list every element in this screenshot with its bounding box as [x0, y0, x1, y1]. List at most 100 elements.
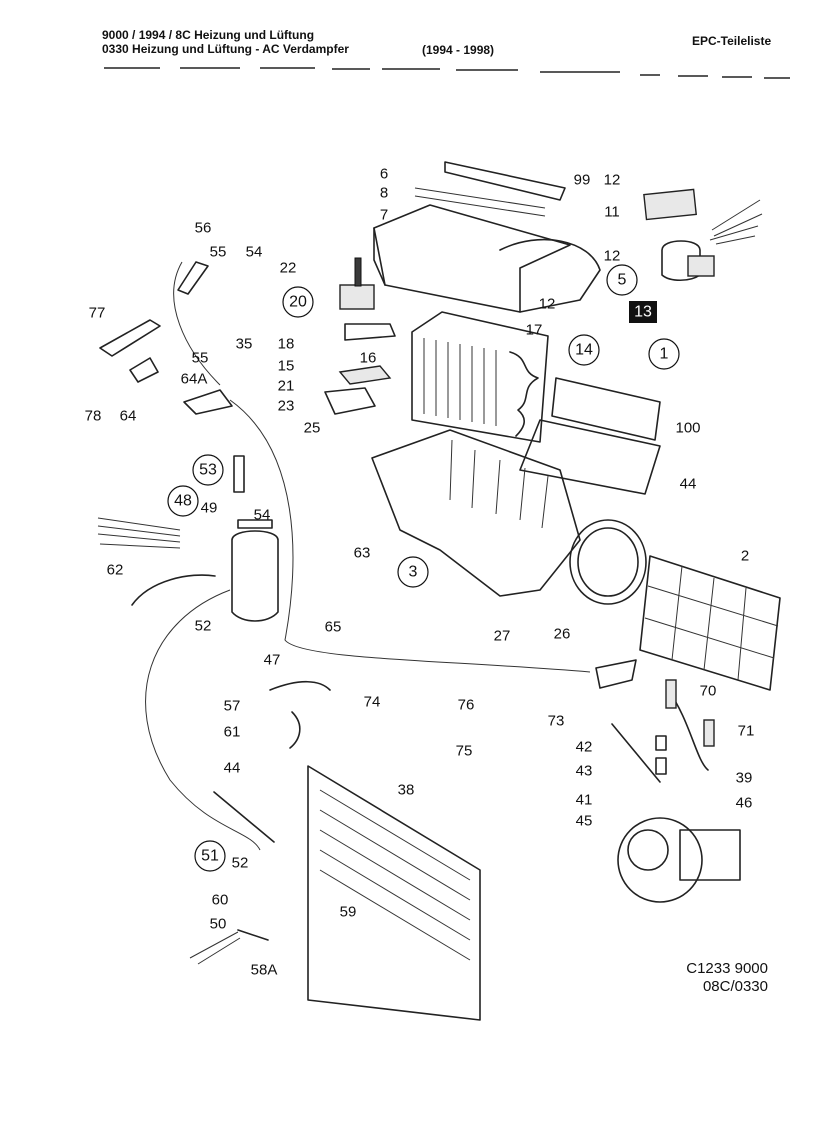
- part-label-61: 61: [224, 724, 241, 741]
- part-label-25: 25: [304, 420, 321, 437]
- pipe-51: [213, 791, 275, 843]
- part-label-59: 59: [340, 904, 357, 921]
- part-label-50: 50: [210, 916, 227, 933]
- header-years: (1994 - 1998): [422, 43, 495, 57]
- part-label-64A: 64A: [181, 371, 208, 388]
- hose-61: [289, 711, 301, 749]
- filter-seal: [519, 419, 661, 495]
- valve-gasket: [338, 365, 392, 385]
- callout-circle-3: [397, 556, 429, 588]
- part-label-44: 44: [224, 760, 241, 777]
- part-label-70: 70: [700, 683, 717, 700]
- callout-circle-1: [648, 338, 680, 370]
- callout-circle-51: [194, 840, 226, 872]
- sensor-wires: [189, 931, 241, 965]
- fitting-42: [655, 735, 667, 751]
- part-label-7: 7: [380, 207, 388, 224]
- drawing-section: 08C/0330: [702, 978, 768, 995]
- part-label-42: 42: [576, 739, 593, 756]
- part-label-12: 12: [539, 296, 556, 313]
- part-label-64: 64: [120, 408, 137, 425]
- compressor: [617, 817, 703, 903]
- lower-housing: [371, 429, 581, 597]
- refrigerant-line-upper: [229, 399, 591, 673]
- refrigerant-line-left: [145, 589, 261, 851]
- part-label-2: 2: [741, 548, 749, 565]
- callout-circle-14: [568, 334, 600, 366]
- cabin-filter-grid: [644, 565, 779, 681]
- part-label-76: 76: [458, 697, 475, 714]
- accumulator-top: [237, 519, 273, 529]
- part-label-12: 12: [604, 172, 621, 189]
- part-label-99: 99: [574, 172, 591, 189]
- part-label-54: 54: [246, 244, 263, 261]
- part-label-74: 74: [364, 694, 381, 711]
- part-label-47: 47: [264, 652, 281, 669]
- callout-circle-20: [282, 286, 314, 318]
- part-label-45: 45: [576, 813, 593, 830]
- clip-78: [129, 357, 159, 383]
- part-label-60: 60: [212, 892, 229, 909]
- blower-ring: [569, 519, 647, 605]
- hose-to-accumulator: [173, 261, 221, 386]
- top-seal-strip: [444, 161, 566, 201]
- recirc-duct: [499, 238, 601, 313]
- part-label-44: 44: [680, 476, 697, 493]
- circled-part-label-14: 14: [575, 342, 593, 359]
- callout-circle-48: [167, 485, 199, 517]
- drier-hose: [131, 574, 216, 606]
- hose-56: [177, 261, 209, 295]
- evaporator-core: [411, 311, 549, 443]
- bracket-77: [99, 319, 161, 357]
- callout-box-13: [629, 301, 657, 323]
- valve-pipe-fitting: [344, 323, 396, 341]
- part-label-41: 41: [576, 792, 593, 809]
- callout-circle-53: [192, 454, 224, 486]
- circled-part-label-51: 51: [201, 848, 219, 865]
- part-label-56: 56: [195, 220, 212, 237]
- header-title-line1: 9000 / 1994 / 8C Heizung und Lüftung: [102, 28, 315, 42]
- upper-cover-front: [373, 227, 386, 286]
- valve-bolt: [354, 257, 362, 287]
- part-label-71: 71: [738, 723, 755, 740]
- compressor-pulley: [627, 829, 669, 871]
- part-label-27: 27: [494, 628, 511, 645]
- fitting-43: [655, 757, 667, 775]
- boxed-part-label-13: 13: [634, 304, 652, 321]
- evaporator-fins: [423, 338, 497, 426]
- part-label-8: 8: [380, 185, 388, 202]
- circled-part-label-48: 48: [174, 493, 192, 510]
- part-label-58A: 58A: [251, 962, 278, 979]
- part-label-43: 43: [576, 763, 593, 780]
- callout-circle-5: [606, 264, 638, 296]
- part-label-57: 57: [224, 698, 241, 715]
- condenser-fins: [319, 789, 471, 961]
- actuator-connector: [687, 255, 715, 277]
- control-module: [643, 188, 697, 221]
- part-label-52: 52: [195, 618, 212, 635]
- housing-dividers: [449, 439, 549, 529]
- pipe-43: [611, 723, 661, 783]
- condenser: [307, 765, 481, 1021]
- bolt-70: [665, 679, 677, 709]
- part-label-23: 23: [278, 398, 295, 415]
- circled-part-label-20: 20: [289, 294, 307, 311]
- drawing-code: C1233 9000: [686, 960, 768, 977]
- part-label-52: 52: [232, 855, 249, 872]
- evaporator-end-coils: [509, 351, 539, 437]
- part-label-49: 49: [201, 500, 218, 517]
- bolt-71: [703, 719, 715, 747]
- part-label-17: 17: [526, 322, 543, 339]
- part-label-55: 55: [192, 350, 209, 367]
- part-label-62: 62: [107, 562, 124, 579]
- pipe-53: [233, 455, 245, 493]
- part-label-63: 63: [354, 545, 371, 562]
- part-label-16: 16: [360, 350, 377, 367]
- part-label-75: 75: [456, 743, 473, 760]
- part-label-26: 26: [554, 626, 571, 643]
- circled-part-label-1: 1: [660, 346, 669, 363]
- bracket-73: [595, 659, 637, 689]
- hose-57: [269, 680, 331, 691]
